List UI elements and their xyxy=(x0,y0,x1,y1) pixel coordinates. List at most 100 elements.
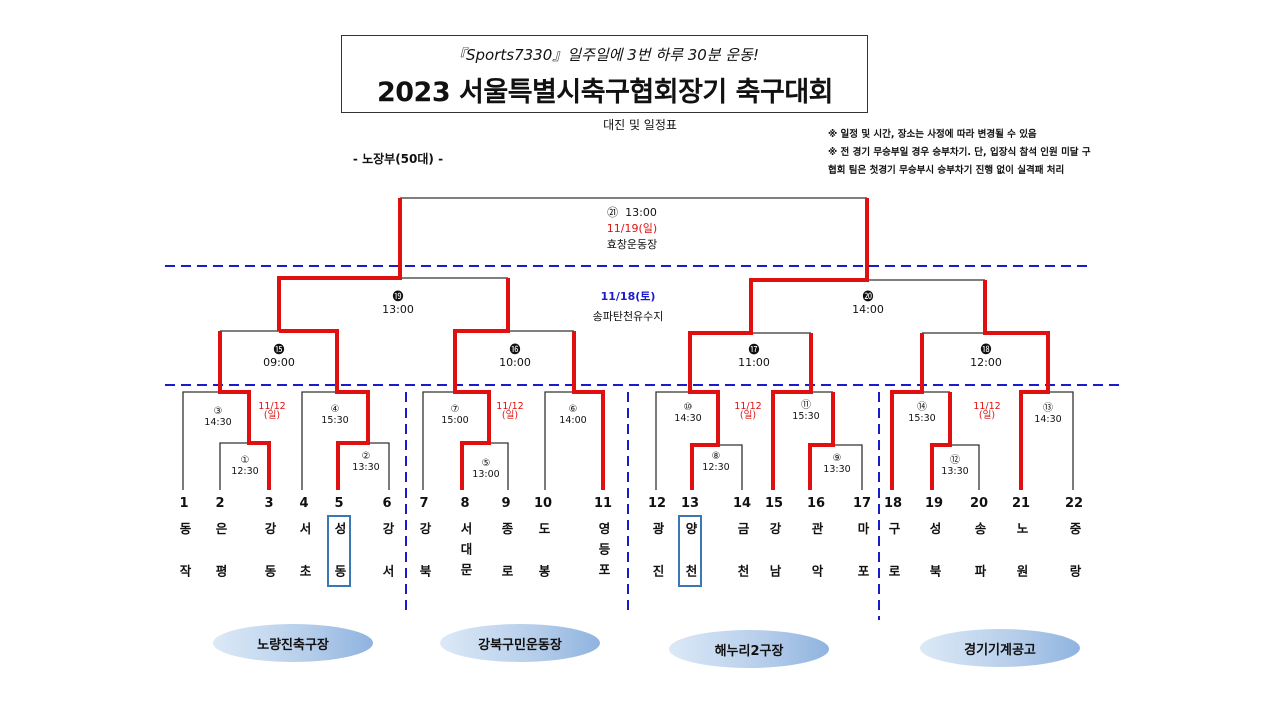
match-marker: ⓲ xyxy=(980,343,992,356)
team-number: 17 xyxy=(852,496,872,511)
match-time: 10:00 xyxy=(499,356,531,369)
team-name: 강남 xyxy=(767,522,782,607)
match-time: 15:30 xyxy=(321,415,349,426)
venue-badge: 노량진축구장 xyxy=(213,624,373,662)
team-number: 2 xyxy=(215,496,225,511)
team-name: 서대문 xyxy=(458,522,473,584)
team-number: 20 xyxy=(969,496,989,511)
match-time: 11:00 xyxy=(738,356,770,369)
team-number: 7 xyxy=(419,496,429,511)
final-match: ㉑ 13:00 xyxy=(607,206,657,219)
division-label: - 노장부(50대) - xyxy=(352,152,444,166)
schedule-dividers xyxy=(165,265,1120,620)
team-name: 은평 xyxy=(213,522,228,607)
match-marker: ⑨ xyxy=(832,453,842,464)
team-number: 21 xyxy=(1011,496,1031,511)
round1-date: 11/12(일) xyxy=(496,402,523,421)
match-time: 09:00 xyxy=(263,356,295,369)
match-marker: ④ xyxy=(330,404,340,415)
title-box xyxy=(341,35,868,113)
match-time: 15:30 xyxy=(792,411,820,422)
team-name: 강동 xyxy=(262,522,277,607)
bracket-lines-winner xyxy=(218,198,1050,490)
round1-date-day: 11/12 xyxy=(973,401,1001,412)
team-number: 16 xyxy=(806,496,826,511)
team-name: 구로 xyxy=(886,522,901,607)
team-number: 19 xyxy=(924,496,944,511)
match-time: 15:30 xyxy=(908,413,936,424)
round1-date-day: 11/12 xyxy=(258,401,286,412)
team-number: 4 xyxy=(299,496,309,511)
match-marker: ② xyxy=(361,451,371,462)
round1-date-weekday: (일) xyxy=(739,410,757,421)
match-marker: ⑬ xyxy=(1042,403,1053,414)
highlight-box xyxy=(678,515,702,587)
round1-date: 11/12(일) xyxy=(258,401,286,421)
document-label: 대진 및 일정표 xyxy=(593,116,687,133)
round1-date: 11/12(일) xyxy=(734,401,762,421)
team-name: 송파 xyxy=(972,522,987,607)
match-time: 14:30 xyxy=(674,413,702,424)
team-name: 동작 xyxy=(177,522,192,607)
team-name: 중랑 xyxy=(1067,522,1082,607)
round1-date: 11/12(일) xyxy=(973,401,1001,421)
team-number: 22 xyxy=(1064,496,1084,511)
match-marker: ⑦ xyxy=(450,404,460,415)
team-name: 서초 xyxy=(297,522,312,607)
match-marker: ⑩ xyxy=(683,402,693,413)
team-name: 종로 xyxy=(499,522,514,607)
match-marker: ⑧ xyxy=(711,451,721,462)
match-time: 14:30 xyxy=(204,417,232,428)
match-marker: ⓰ xyxy=(509,343,521,356)
note-3: 협회 팀은 첫경기 무승부시 승부차기 진행 없이 실격패 처리 xyxy=(828,165,1065,176)
team-name: 노원 xyxy=(1014,522,1029,607)
team-number: 10 xyxy=(533,496,553,511)
team-name: 금천 xyxy=(735,522,750,607)
venue-badge: 경기기계공고 xyxy=(920,629,1080,667)
team-name: 강북 xyxy=(417,522,432,607)
round1-date-day: 11/12 xyxy=(734,401,762,412)
match-marker: ⓯ xyxy=(273,343,285,356)
page-title: 2023 서울특별시축구협회장기 축구대회 xyxy=(376,77,834,108)
venue-badge: 강북구민운동장 xyxy=(440,624,600,662)
bracket-lines-plain xyxy=(182,197,1074,490)
highlight-box xyxy=(327,515,351,587)
match-marker: ① xyxy=(240,455,250,466)
team-number: 12 xyxy=(647,496,667,511)
team-number: 5 xyxy=(334,496,344,511)
match-time: 14:30 xyxy=(1034,414,1062,425)
team-name: 영등포 xyxy=(596,522,611,584)
match-time: 14:00 xyxy=(852,303,884,316)
subtitle: 『Sports7330』일주일에 3번 하루 30분 운동! xyxy=(451,46,759,64)
team-number: 1 xyxy=(179,496,189,511)
team-number: 8 xyxy=(460,496,470,511)
match-time: 12:30 xyxy=(702,462,730,473)
match-marker: ⑫ xyxy=(949,455,960,466)
team-number: 6 xyxy=(382,496,392,511)
match-time: 13:30 xyxy=(823,464,851,475)
team-number: 11 xyxy=(593,496,613,511)
team-number: 18 xyxy=(883,496,903,511)
team-name: 광진 xyxy=(650,522,665,607)
round2-date: 11/18(토) xyxy=(600,290,656,303)
note-2: ※ 전 경기 무승부일 경우 승부차기. 단, 입장식 참석 인원 미달 구 xyxy=(828,147,1091,158)
round1-date-weekday: (일) xyxy=(978,410,996,421)
team-number: 13 xyxy=(680,496,700,511)
team-number: 14 xyxy=(732,496,752,511)
